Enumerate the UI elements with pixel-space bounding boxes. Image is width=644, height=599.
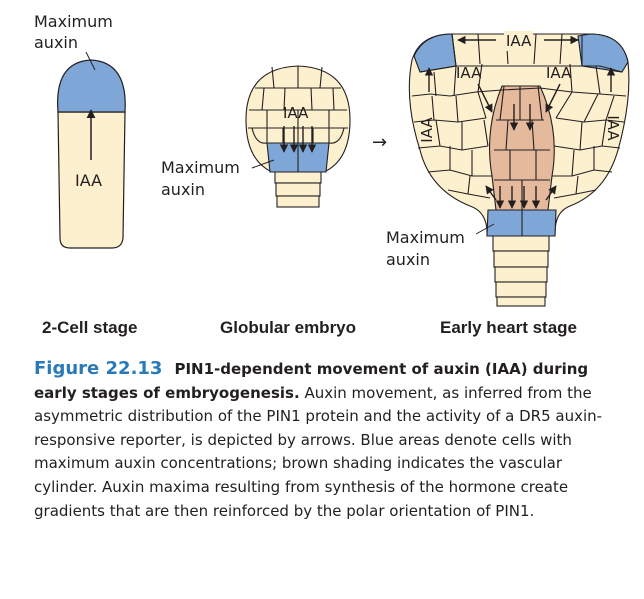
figure-number: Figure 22.13 — [34, 358, 163, 379]
two-cell-maximum-label: Maximum — [34, 12, 113, 31]
two-cell-embryo — [57, 51, 126, 249]
heart-stage-embryo: IAA IAA — [408, 33, 630, 307]
globular-embryo — [245, 65, 351, 208]
heart-iaa-right-inner-label: IAA — [546, 64, 572, 82]
heart-iaa-right-side-label: IAA — [604, 115, 622, 141]
heart-maximum-label: Maximum — [386, 228, 465, 247]
two-cell-max-pointer — [85, 51, 96, 71]
glob-max-pointer — [251, 159, 275, 169]
heart-iaa-top-label: IAA — [504, 31, 534, 51]
heart-max-pointer — [475, 223, 495, 235]
glob-maximum-label: Maximum — [161, 158, 240, 177]
heart-left-cotyledon-maximum — [413, 33, 457, 73]
heart-right-cotyledon-maximum — [577, 33, 629, 73]
two-cell-iaa-label: IAA — [75, 171, 103, 190]
heart-iaa-left-inner-label: IAA — [456, 64, 482, 82]
glob-iaa-arrows — [279, 126, 317, 153]
glob-suspensor — [274, 169, 322, 208]
stage-label-two-cell: 2-Cell stage — [42, 318, 138, 337]
caption-title: PIN1-dependent movement of auxin (IAA) d… — [34, 360, 589, 402]
stage-label-heart: Early heart stage — [440, 318, 578, 337]
stage-label-globular: Globular embryo — [220, 318, 357, 337]
heart-iaa-arrows — [424, 35, 616, 209]
stage-transition-arrow: → — [372, 132, 388, 153]
heart-vascular-cylinder — [488, 85, 555, 211]
caption-body: Auxin movement, as inferred from the asy… — [34, 383, 603, 520]
two-cell-basal-cell — [57, 111, 126, 249]
heart-iaa-left-side-label: IAA — [418, 117, 436, 143]
two-cell-apical-cell — [57, 59, 126, 113]
heart-suspensor — [492, 234, 550, 307]
heart-auxin-label: auxin — [386, 250, 430, 269]
two-cell-auxin-label: auxin — [34, 33, 78, 52]
glob-iaa-label: IAA — [283, 104, 309, 122]
embryogenesis-diagram: IAA IAA — [57, 33, 630, 307]
glob-cell-walls — [248, 66, 348, 172]
glob-auxin-label: auxin — [161, 180, 205, 199]
